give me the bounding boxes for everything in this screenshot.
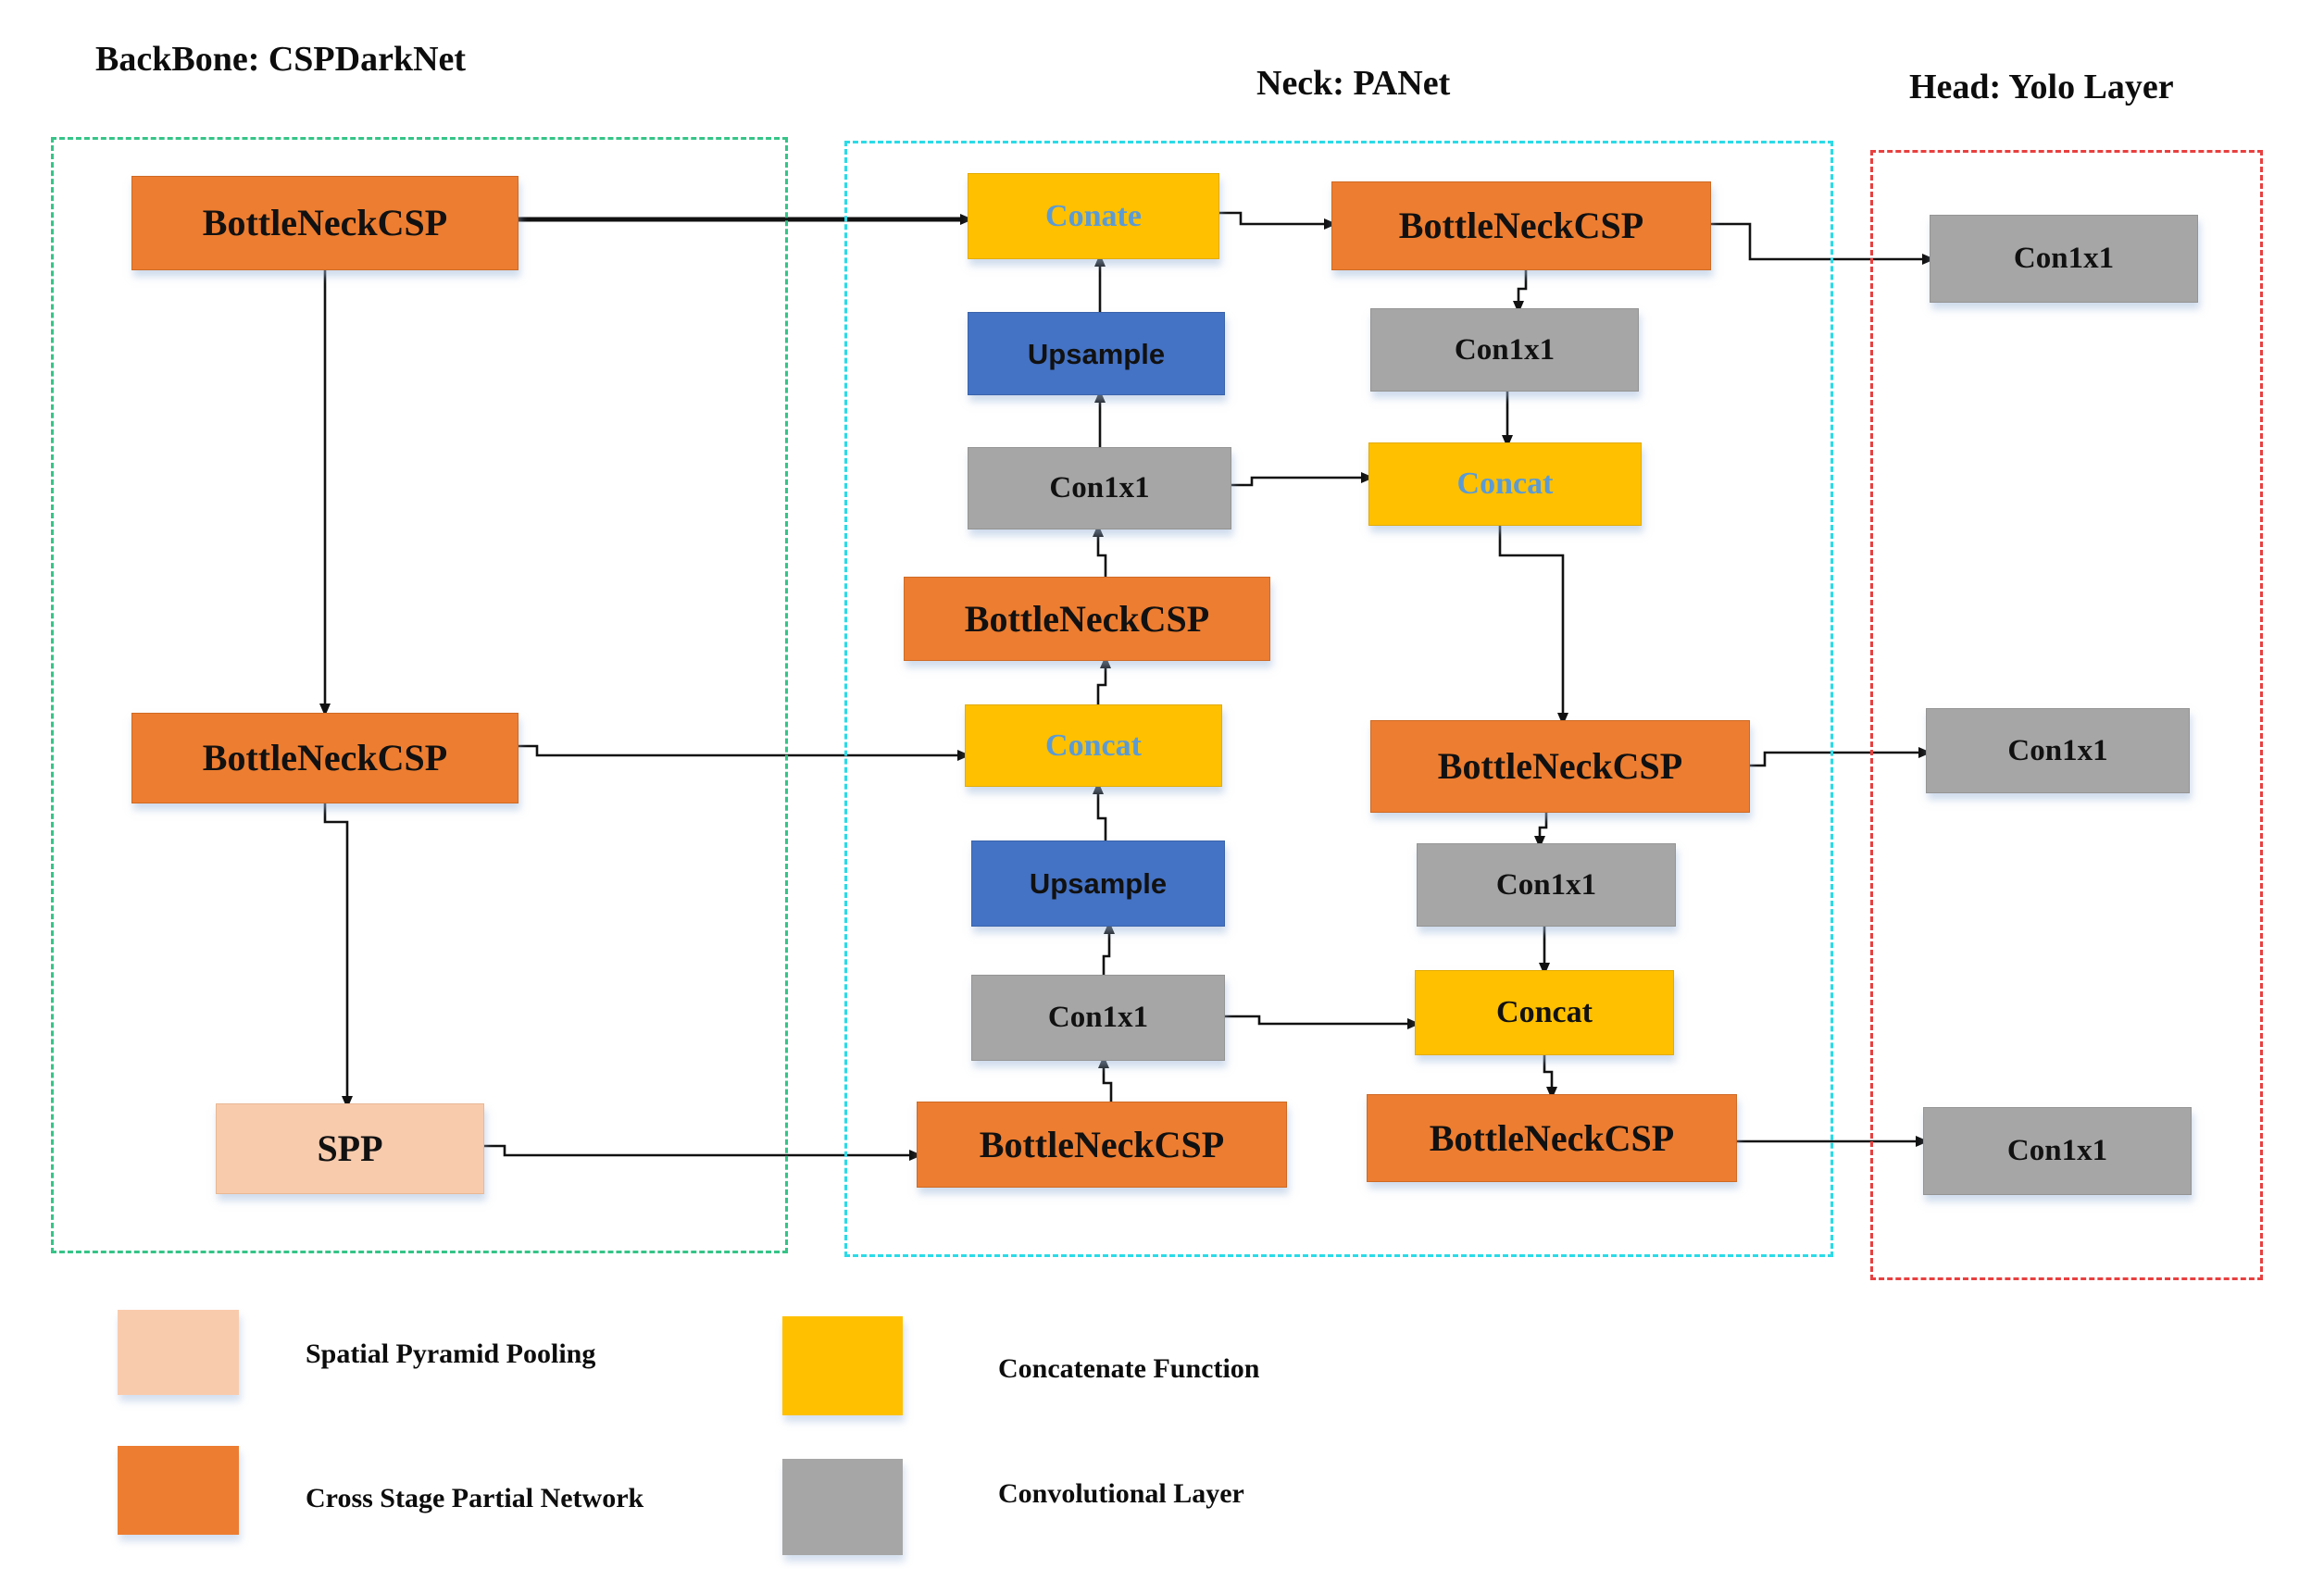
node-bn_m2: BottleNeckCSP [917,1102,1287,1188]
node-conv_h1: Con1x1 [1930,215,2198,303]
node-label: Upsample [1027,337,1166,370]
node-label: SPP [317,1127,383,1169]
node-bn2: BottleNeckCSP [131,713,519,803]
legend-swatch-spp [118,1310,239,1395]
legend-label-spp: Spatial Pyramid Pooling [306,1339,596,1369]
node-up1: Upsample [968,312,1225,395]
node-label: BottleNeckCSP [1429,1116,1675,1159]
neck-title: Neck: PANet [1256,64,1451,103]
head-frame [1870,150,2263,1280]
node-label: Concat [1456,467,1554,501]
node-bn_r1: BottleNeckCSP [1331,181,1711,270]
node-label: Con1x1 [1047,1001,1149,1034]
node-label: Con1x1 [1454,332,1556,367]
node-label: Concat [1496,995,1593,1029]
node-concat_r1: Concat [1368,442,1642,526]
node-conv_h3: Con1x1 [1923,1107,2192,1195]
node-conv_r1: Con1x1 [1370,308,1639,392]
node-label: BottleNeckCSP [202,737,448,778]
neck-frame [844,141,1833,1257]
node-label: BottleNeckCSP [1398,205,1644,246]
node-label: BottleNeckCSP [964,597,1210,640]
node-concat_m: Concat [965,704,1222,787]
node-conv_r2: Con1x1 [1417,843,1676,927]
node-bn_m1: BottleNeckCSP [904,577,1270,661]
node-label: Con1x1 [2006,1134,2108,1167]
legend-swatch-concat [782,1316,903,1415]
node-bn_r2: BottleNeckCSP [1370,720,1750,813]
legend-label-conv: Convolutional Layer [998,1478,1244,1509]
node-bn_r3: BottleNeckCSP [1367,1094,1737,1182]
node-up2: Upsample [971,841,1225,927]
node-conate: Conate [968,173,1219,259]
node-spp: SPP [216,1103,484,1194]
backbone-frame [51,137,788,1253]
legend-label-csp: Cross Stage Partial Network [306,1483,644,1513]
node-label: Con1x1 [1049,471,1150,504]
legend-label-concat: Concatenate Function [998,1353,1260,1384]
node-label: BottleNeckCSP [202,202,448,243]
node-conv_m2: Con1x1 [971,975,1225,1061]
legend-swatch-conv [782,1459,903,1555]
node-label: Conate [1045,198,1142,233]
node-label: BottleNeckCSP [979,1123,1225,1165]
node-label: Con1x1 [2013,242,2115,275]
backbone-title: BackBone: CSPDarkNet [95,40,467,79]
node-label: Con1x1 [1495,867,1597,902]
node-conv_m1: Con1x1 [968,447,1231,529]
node-concat_r2: Concat [1415,970,1674,1055]
node-label: Concat [1045,728,1142,763]
head-title: Head: Yolo Layer [1909,68,2174,106]
legend-swatch-csp [118,1446,239,1535]
node-label: Con1x1 [2007,733,2108,767]
node-bn1: BottleNeckCSP [131,176,519,270]
node-label: Upsample [1029,867,1168,900]
node-label: BottleNeckCSP [1437,745,1683,787]
node-conv_h2: Con1x1 [1926,708,2190,793]
